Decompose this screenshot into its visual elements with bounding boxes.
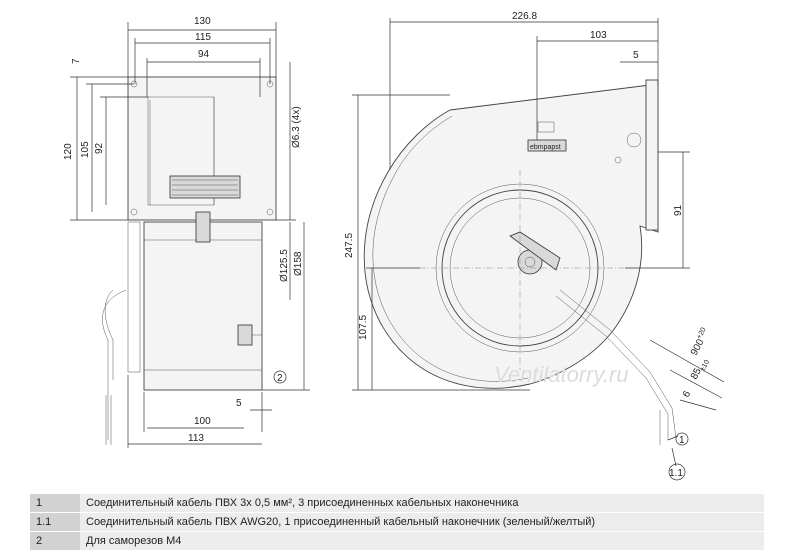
dim-6: 6: [681, 389, 694, 399]
motor-vent: [169, 175, 241, 199]
watermark: Ventilatorry.ru: [494, 362, 629, 387]
callout-2-circle: [273, 370, 287, 384]
cable-connector: [237, 324, 253, 346]
dim-strip-85: 85±10: [689, 356, 711, 382]
hub-bracket: [509, 231, 561, 271]
side-cable: [102, 289, 127, 440]
dim-92: 92: [94, 142, 105, 154]
dim-247: 247.5: [344, 233, 355, 258]
legend-text: Для саморезов M4: [80, 531, 764, 551]
legend-num: 1: [30, 494, 80, 513]
dim-d125: Ø125.5: [279, 249, 290, 282]
dim-120: 120: [63, 143, 74, 160]
dim-5-side: 5: [236, 398, 242, 409]
legend-text: Соединительный кабель ПВХ 3x 0,5 мм², 3 …: [80, 494, 764, 513]
dim-103: 103: [590, 30, 607, 41]
legend-row: 2 Для саморезов M4: [30, 531, 764, 551]
dim-130: 130: [194, 16, 211, 27]
callout-1-circle: [675, 432, 689, 446]
dim-cable-900: 900+20: [688, 326, 712, 357]
legend-num: 2: [30, 531, 80, 551]
legend-num: 1.1: [30, 512, 80, 532]
dim-107: 107.5: [358, 315, 369, 340]
dim-113: 113: [188, 433, 204, 444]
dim-d158: Ø158: [293, 251, 304, 276]
legend-row: 1 Соединительный кабель ПВХ 3x 0,5 мм², …: [30, 494, 764, 513]
mounting-hole: [266, 208, 274, 216]
mounting-hole: [130, 208, 138, 216]
dim-91: 91: [673, 204, 684, 216]
brand-label: ebmpapst: [530, 144, 561, 151]
technical-drawing: 130 115 94 7 120 105 92 Ø6.3 (4x) Ø125.5…: [63, 11, 725, 481]
motor-body: [143, 221, 263, 391]
dim-100: 100: [194, 416, 211, 427]
legend-text: Соединительный кабель ПВХ AWG20, 1 присо…: [80, 512, 764, 532]
front-cable: [559, 289, 677, 439]
side-view: 130 115 94 7 120 105 92 Ø6.3 (4x) Ø125.5…: [63, 16, 310, 448]
dim-hole: Ø6.3 (4x): [291, 106, 302, 148]
legend-table: 1 Соединительный кабель ПВХ 3x 0,5 мм², …: [30, 494, 764, 551]
callout-1: 1: [679, 435, 685, 446]
dim-5-front: 5: [633, 50, 639, 61]
dim-7: 7: [71, 58, 82, 64]
callout-11-circle: [668, 463, 686, 481]
dim-94: 94: [198, 49, 210, 60]
dim-115: 115: [195, 32, 211, 43]
callout-1-1: 1.1: [669, 468, 683, 479]
callout-2: 2: [277, 373, 283, 384]
dim-226: 226.8: [512, 11, 537, 22]
front-view: ebmpapst 226.8 103 5 247.5 107.5 91: [344, 11, 725, 481]
dim-105: 105: [80, 141, 91, 158]
front-flange: [645, 79, 659, 231]
brand-plate: [527, 139, 567, 152]
legend-row: 1.1 Соединительный кабель ПВХ AWG20, 1 п…: [30, 512, 764, 532]
